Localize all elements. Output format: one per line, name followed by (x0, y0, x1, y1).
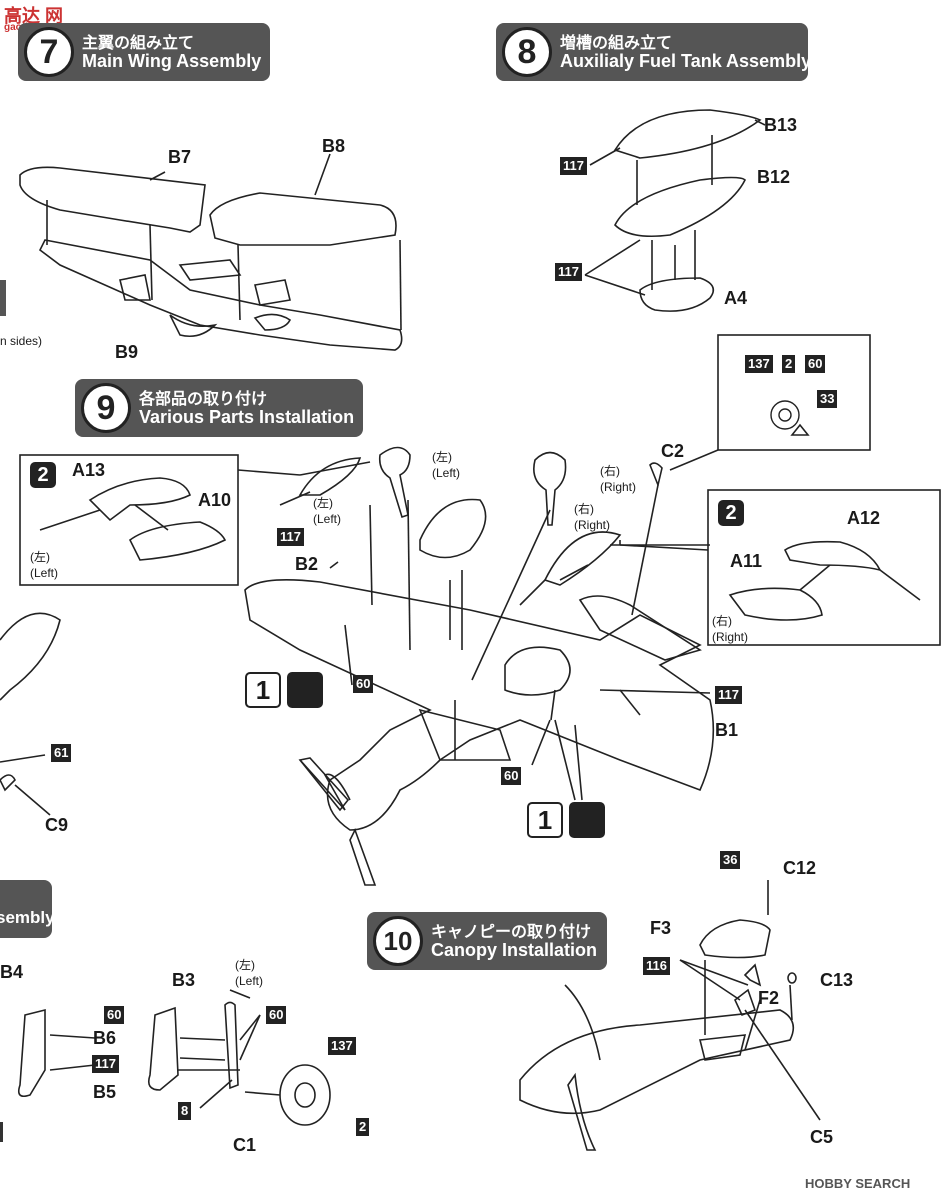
cut-symbol-left (287, 672, 323, 708)
part-b5: B5 (93, 1082, 117, 1102)
part-b12: B12 (757, 167, 791, 187)
part-a12: A12 (847, 508, 881, 528)
main-wing-drawing (19, 153, 403, 351)
step7-title-jp: 主翼の組み立て (82, 35, 195, 52)
code-8: 8 (178, 1102, 192, 1120)
code-60-left: 60 (353, 675, 374, 693)
decal-detail-box (717, 334, 871, 451)
left-en-gear: (Left) (235, 974, 264, 988)
step9-banner: 9 各部品の取り付け Various Parts Installation (75, 379, 363, 437)
step10-title-en: Canopy Installation (431, 940, 598, 960)
code-60-right: 60 (501, 767, 522, 785)
part-a10: A10 (198, 490, 232, 510)
code-137-wheel: 137 (328, 1037, 356, 1055)
right-en-inset: (Right) (712, 630, 749, 644)
step8-number: 8 (502, 27, 552, 77)
code-60-gear-right: 60 (266, 1006, 287, 1024)
fuel-tank-drawing (584, 109, 766, 312)
code-117-a4: 117 (555, 263, 582, 281)
code-116: 116 (643, 957, 670, 975)
part-b3: B3 (172, 970, 196, 990)
part-b1: B1 (715, 720, 739, 740)
part-a13: A13 (72, 460, 106, 480)
right-jp-pitot: (右) (574, 502, 594, 516)
part-c5: C5 (810, 1127, 834, 1147)
step7-title-en: Main Wing Assembly (82, 51, 262, 71)
part-b7: B7 (168, 147, 192, 167)
part-c12: C12 (783, 858, 817, 878)
part-b8: B8 (322, 136, 346, 156)
aircraft-drawing (244, 446, 715, 886)
left-edge-marker-2 (0, 1122, 3, 1142)
left-edge-marker (0, 280, 6, 316)
left-jp-gun: (左) (313, 496, 333, 510)
part-f3: F3 (650, 918, 672, 938)
right-en-c2: (Right) (600, 480, 637, 494)
watermark-logo: 高达 网 (4, 6, 64, 26)
step10-banner: 10 キャノピーの取り付け Canopy Installation (367, 912, 607, 970)
step7-banner: 7 主翼の組み立て Main Wing Assembly (18, 23, 270, 81)
code-60-gear-left: 60 (104, 1006, 125, 1024)
left-en-inset: (Left) (30, 566, 59, 580)
code-60-decal: 60 (805, 355, 826, 373)
left-en-mirror: (Left) (432, 466, 461, 480)
code-117-b2: 117 (277, 528, 304, 546)
hobby-search-watermark: HOBBY SEARCH (805, 1176, 911, 1191)
left-jp-gear: (左) (235, 958, 255, 972)
part-c2: C2 (661, 441, 685, 461)
step8-banner: 8 増槽の組み立て Auxilialy Fuel Tank Assembly (496, 23, 812, 81)
part-c1: C1 (233, 1135, 257, 1155)
partial-step-banner: sembly (0, 880, 55, 938)
step10-number: 10 (373, 916, 423, 966)
step7-number: 7 (24, 27, 74, 77)
part-c13: C13 (820, 970, 854, 990)
code-61: 61 (51, 744, 72, 762)
code-117-b5: 117 (92, 1055, 119, 1073)
right-jp-c2: (右) (600, 464, 620, 478)
part-b4: B4 (0, 962, 24, 982)
left-inset-box (19, 454, 239, 586)
right-en-pitot: (Right) (574, 518, 611, 532)
code-36: 36 (720, 851, 741, 869)
cut-symbol-right (569, 802, 605, 838)
step2-ref-left: 2 (30, 462, 56, 488)
step2-ref-right: 2 (718, 500, 744, 526)
step8-title-en: Auxilialy Fuel Tank Assembly (560, 51, 812, 71)
code-117-b1: 117 (715, 686, 742, 704)
code-2-decal: 2 (782, 355, 796, 373)
part-f2: F2 (758, 988, 780, 1008)
step9-number: 9 (81, 383, 131, 433)
part-a4: A4 (724, 288, 748, 308)
part-a11: A11 (730, 551, 763, 571)
step10-title-jp: キャノピーの取り付け (431, 924, 592, 941)
left-jp-mirror: (左) (432, 450, 452, 464)
right-jp-inset: (右) (712, 614, 732, 628)
part-b2: B2 (295, 554, 319, 574)
step9-title-en: Various Parts Installation (139, 407, 355, 427)
step8-title-jp: 増槽の組み立て (560, 35, 673, 52)
drill-symbol-right: 1 (527, 802, 563, 838)
left-en-gun: (Left) (313, 512, 342, 526)
partial-step-title: sembly (0, 908, 55, 927)
code-137-decal: 137 (745, 355, 773, 373)
part-c9: C9 (45, 815, 69, 835)
code-117-b13: 117 (560, 157, 587, 175)
part-b9: B9 (115, 342, 139, 362)
part-b13: B13 (764, 115, 798, 135)
drill-symbol-left: 1 (245, 672, 281, 708)
left-jp-inset: (左) (30, 550, 50, 564)
right-inset-box (707, 489, 941, 646)
left-partial-text: n sides) (0, 334, 43, 348)
code-33-decal: 33 (817, 390, 838, 408)
step9-title-jp: 各部品の取り付け (139, 391, 268, 408)
part-b6: B6 (93, 1028, 117, 1048)
code-2-wheel: 2 (356, 1118, 370, 1136)
